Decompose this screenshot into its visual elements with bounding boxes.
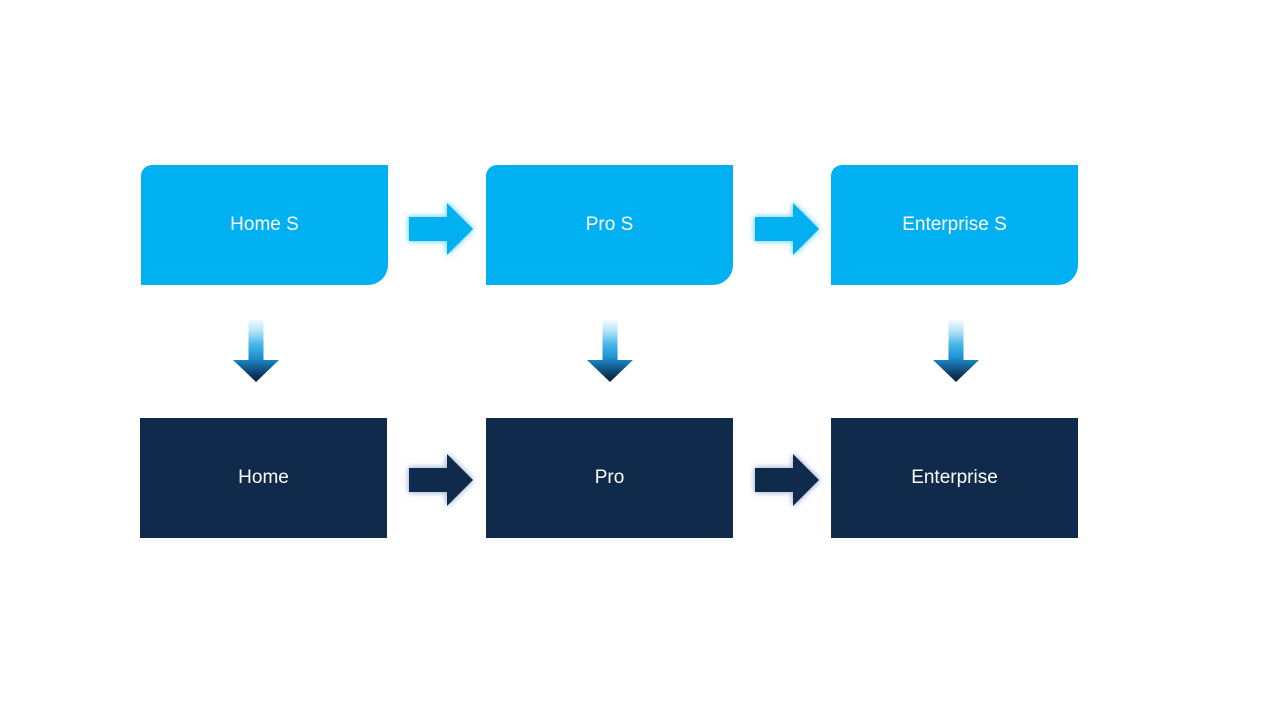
node-pro-label: Pro [594,466,625,488]
node-enterprise: Enterprise [831,418,1078,538]
right-arrow-icon [409,454,473,506]
right-arrow-icon [755,454,819,506]
node-enterprise-s-label: Enterprise S [902,213,1007,235]
node-home-s: Home S [141,165,388,285]
node-home: Home [140,418,387,538]
node-home-label: Home [238,466,289,488]
right-arrow-icon [755,203,819,255]
node-enterprise-label: Enterprise [911,466,998,488]
node-pro-s: Pro S [486,165,733,285]
down-arrow-icon [233,320,279,382]
node-enterprise-s: Enterprise S [831,165,1078,285]
down-arrow-icon [933,320,979,382]
down-arrow-icon [587,320,633,382]
right-arrow-icon [409,203,473,255]
node-home-s-label: Home S [230,213,299,235]
node-pro: Pro [486,418,733,538]
node-pro-s-label: Pro S [585,213,634,235]
